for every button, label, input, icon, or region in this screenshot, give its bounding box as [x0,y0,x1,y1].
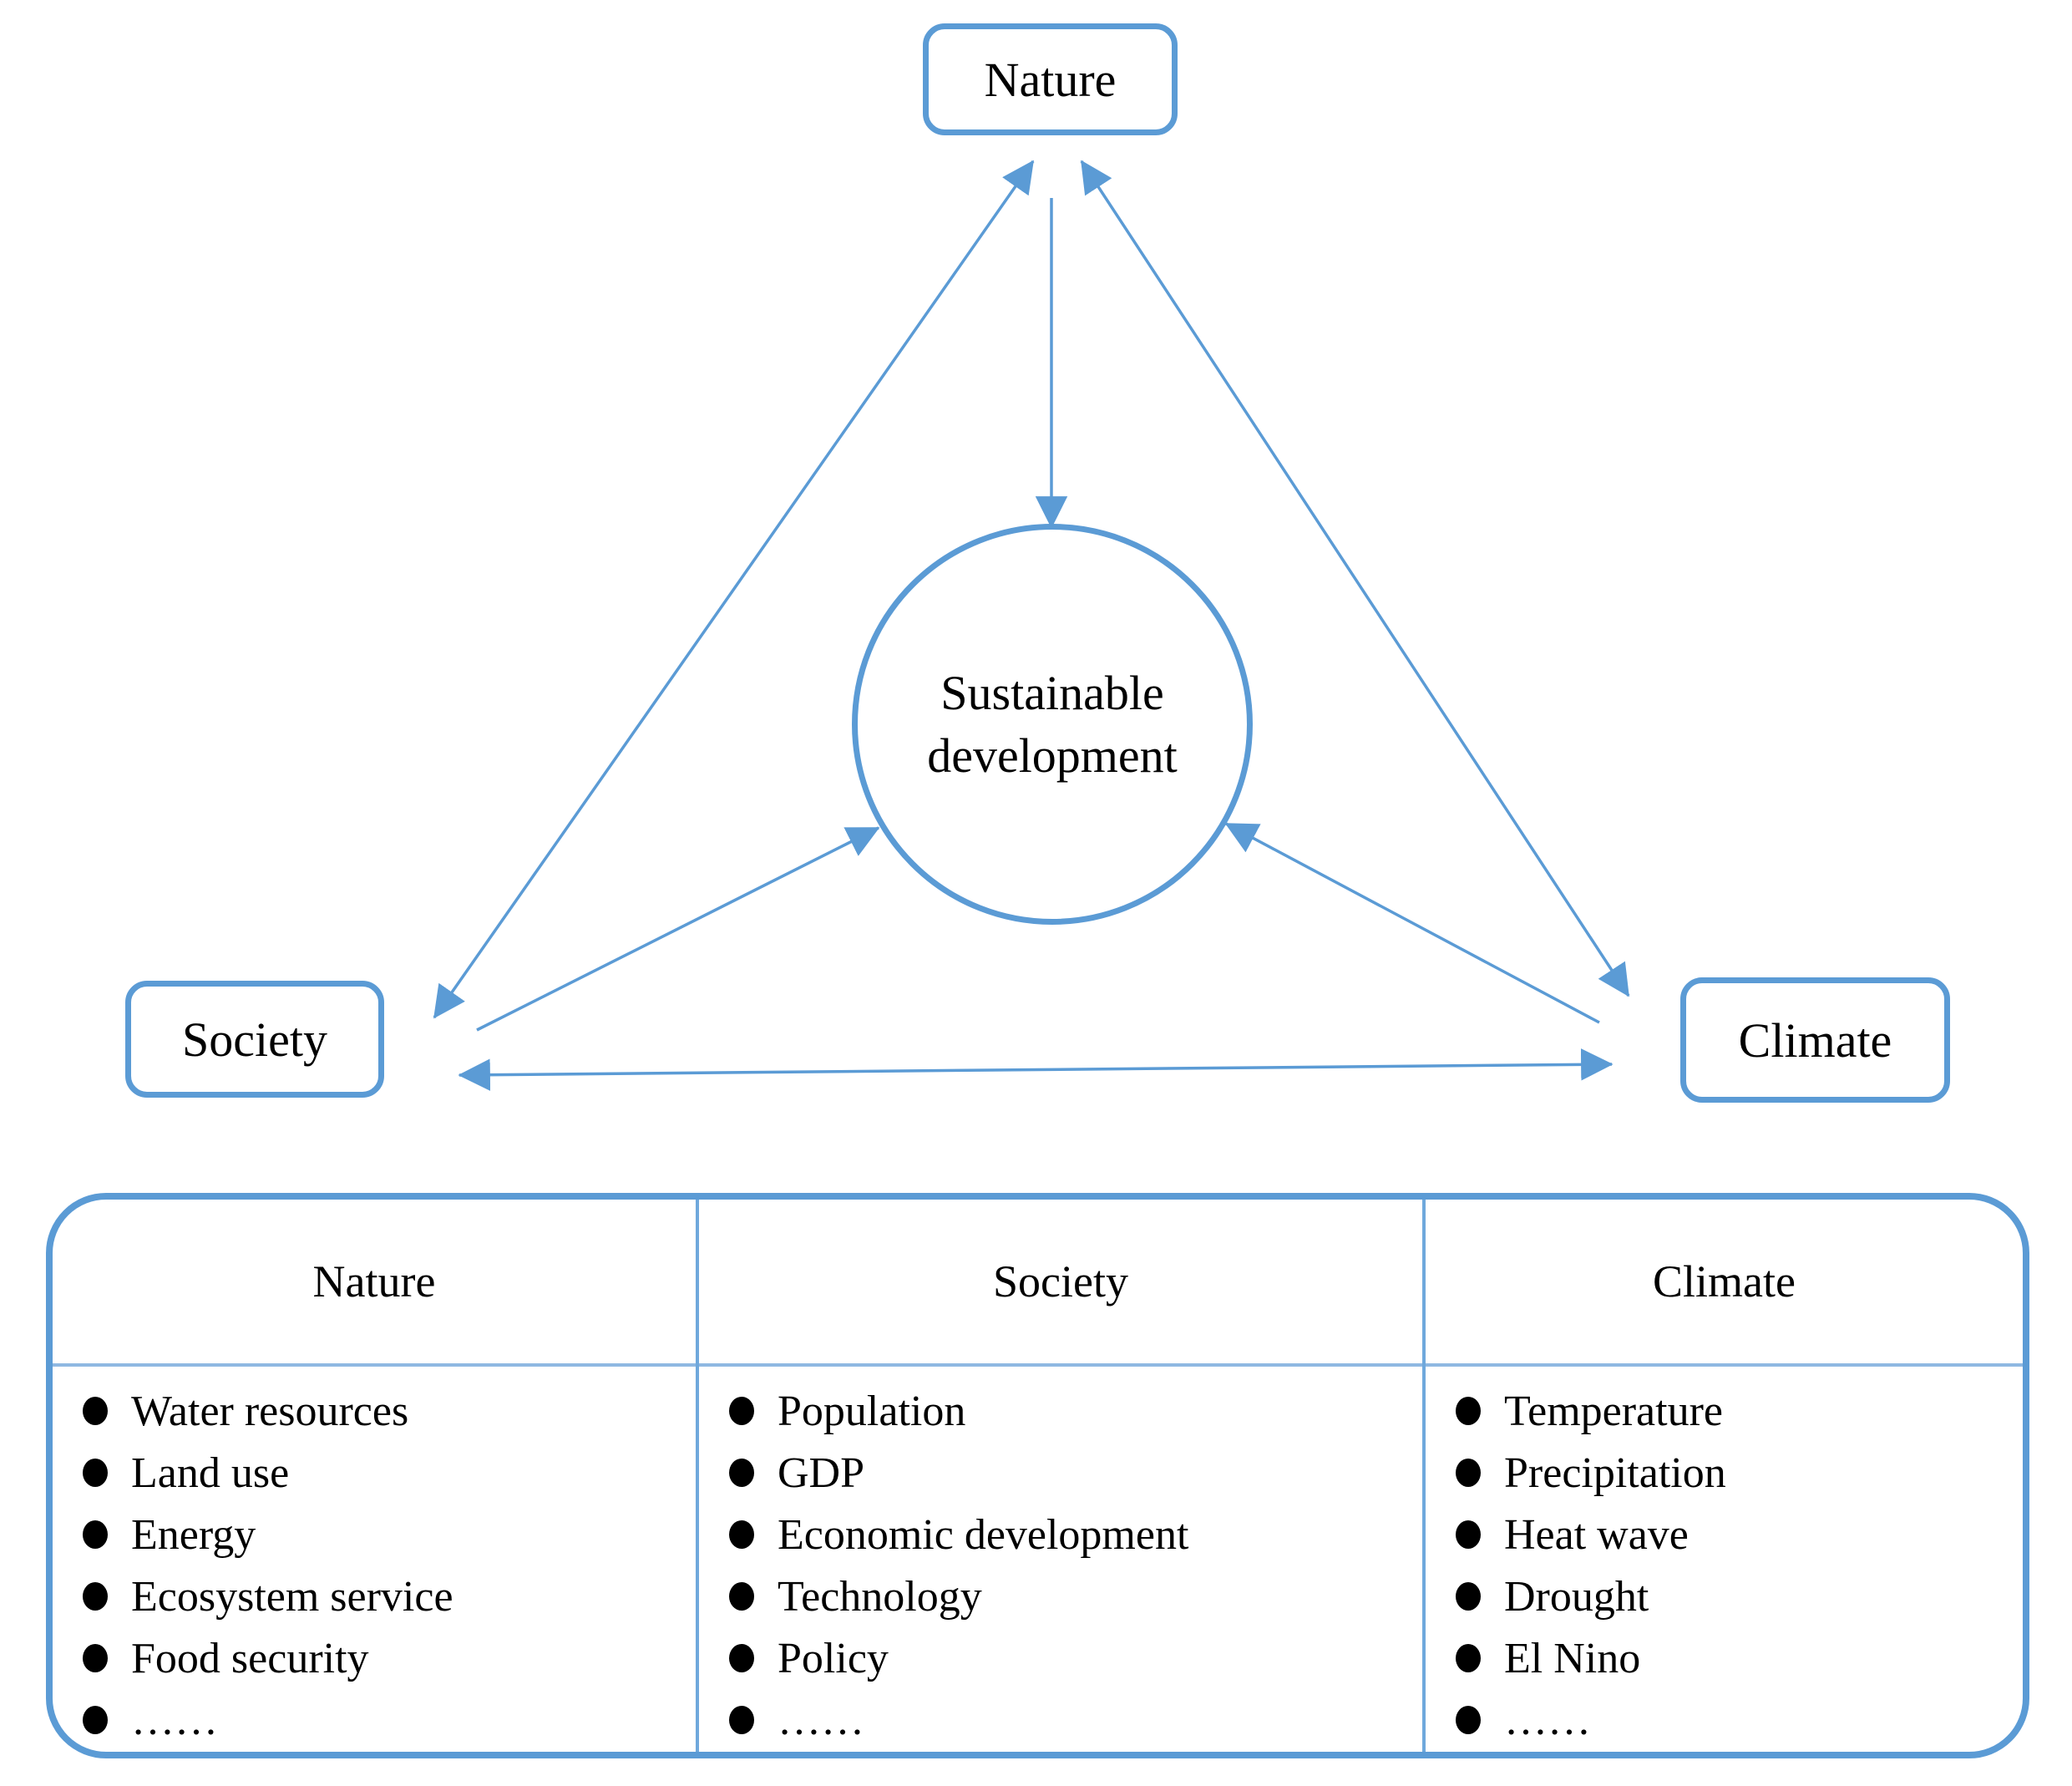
node-nature-label: Nature [984,52,1117,107]
list-item-label: Temperature [1504,1387,1723,1435]
bullet-icon [1456,1459,1481,1487]
list-item: El Nino [1456,1627,2014,1689]
list-item-label: Food security [131,1634,369,1682]
node-climate-label: Climate [1738,1012,1892,1068]
list-item-label: Land use [131,1449,290,1497]
bullet-icon [83,1644,108,1672]
bullet-icon [729,1582,754,1611]
column-body-climate: Temperature Precipitation Heat wave Drou… [1426,1367,2023,1751]
list-item-label: Precipitation [1504,1449,1726,1497]
bullet-icon [729,1397,754,1425]
list-item: Heat wave [1456,1504,2014,1565]
bullet-icon [83,1520,108,1549]
node-society: Society [125,981,384,1098]
table-column-climate: Climate Temperature Precipitation Heat w… [1426,1200,2023,1752]
bullet-icon [1456,1644,1481,1672]
arrow-nature-society [433,160,1035,1019]
list-item-label: Ecosystem service [131,1572,453,1621]
list-item: GDP [729,1442,1414,1504]
list-item-label: Heat wave [1504,1510,1689,1559]
table-column-nature: Nature Water resources Land use Energy E… [53,1200,699,1752]
bullet-icon [1456,1706,1481,1734]
list-item: …… [83,1689,687,1751]
column-body-nature: Water resources Land use Energy Ecosyste… [53,1367,696,1751]
bullet-icon [1456,1397,1481,1425]
list-item-label: Economic development [778,1510,1189,1559]
list-item: Land use [83,1442,687,1504]
list-item: Drought [1456,1565,2014,1627]
list-item: Technology [729,1565,1414,1627]
table-column-society: Society Population GDP Economic developm… [699,1200,1426,1752]
bullet-icon [729,1459,754,1487]
attributes-table: Nature Water resources Land use Energy E… [46,1193,2029,1758]
node-sustainable-development: Sustainable development [852,524,1253,925]
bullet-icon [83,1397,108,1425]
column-header-climate: Climate [1426,1200,2023,1367]
bullet-icon [729,1520,754,1549]
bullet-icon [1456,1520,1481,1549]
list-item-label: Technology [778,1572,982,1621]
list-item: Food security [83,1627,687,1689]
bullet-icon [83,1459,108,1487]
list-item-label: …… [778,1696,864,1744]
arrow-society-climate [458,1048,1614,1091]
bullet-icon [729,1706,754,1734]
node-nature: Nature [923,23,1178,135]
list-item: Policy [729,1627,1414,1689]
list-item-label: Policy [778,1634,889,1682]
list-item-label: GDP [778,1449,865,1497]
sustainable-development-line1: Sustainable [940,665,1164,720]
list-item-label: Population [778,1387,966,1435]
list-item: …… [729,1689,1414,1751]
column-header-nature: Nature [53,1200,696,1367]
node-society-label: Society [182,1012,327,1067]
column-body-society: Population GDP Economic development Tech… [699,1367,1422,1751]
list-item: Temperature [1456,1380,2014,1442]
list-item: Water resources [83,1380,687,1442]
list-item-label: Drought [1504,1572,1649,1621]
list-item-label: Energy [131,1510,256,1559]
bullet-icon [83,1706,108,1734]
sustainable-development-line2: development [927,728,1178,783]
list-item: Economic development [729,1504,1414,1565]
list-item-label: Water resources [131,1387,409,1435]
list-item-label: El Nino [1504,1634,1641,1682]
list-item: Ecosystem service [83,1565,687,1627]
list-item-label: …… [131,1696,218,1744]
column-header-society: Society [699,1200,1422,1367]
list-item: Population [729,1380,1414,1442]
list-item: …… [1456,1689,2014,1751]
bullet-icon [83,1582,108,1611]
arrow-society-to-center [476,826,880,1032]
bullet-icon [729,1644,754,1672]
list-item: Energy [83,1504,687,1565]
sustainable-development-label: Sustainable development [927,662,1178,788]
arrow-climate-to-center [1224,822,1600,1024]
arrow-nature-climate [1080,160,1630,997]
list-item-label: …… [1504,1696,1591,1744]
bullet-icon [1456,1582,1481,1611]
list-item: Precipitation [1456,1442,2014,1504]
node-climate: Climate [1680,977,1950,1103]
